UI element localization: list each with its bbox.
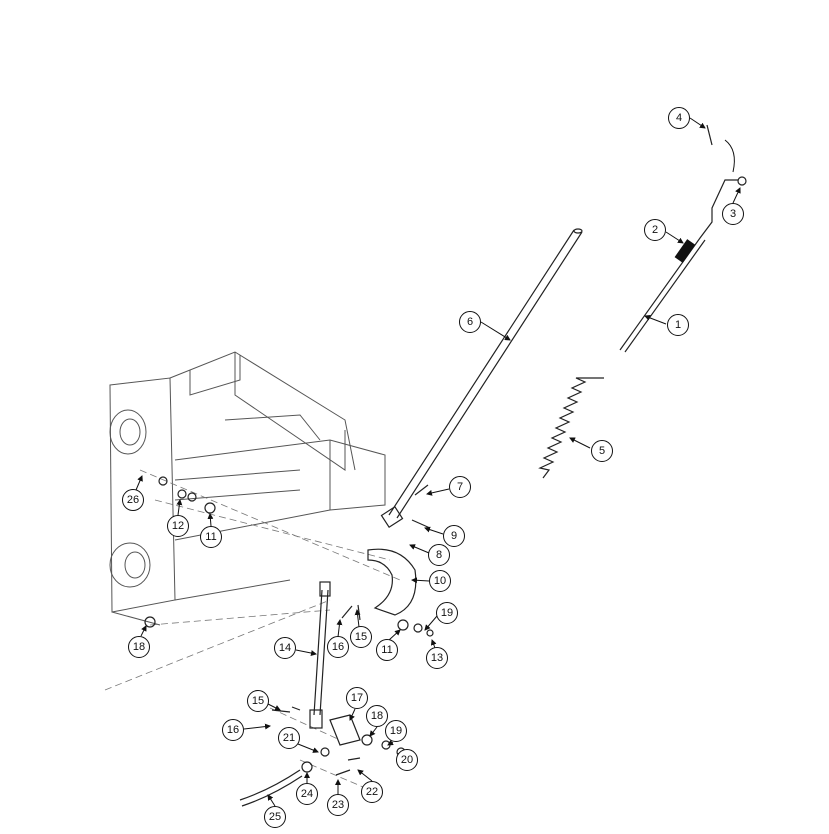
plate-10: [367, 548, 417, 616]
callout-20: 20: [396, 749, 418, 771]
machine-frame: [109, 351, 386, 626]
rod-1: [619, 176, 747, 353]
callout-7: 7: [449, 476, 471, 498]
callout-4: 4: [668, 107, 690, 129]
callout-3: 3: [722, 203, 744, 225]
bracket-17: [329, 714, 361, 746]
leader-lines: [135, 117, 741, 807]
callout-24: 24: [296, 783, 318, 805]
link-25: [239, 769, 303, 807]
callout-14: 14: [274, 637, 296, 659]
callout-12: 12: [167, 515, 189, 537]
rod-6: [380, 228, 583, 529]
spring-5: [538, 377, 604, 479]
callout-23: 23: [327, 794, 349, 816]
callout-6: 6: [459, 311, 481, 333]
callout-10: 10: [429, 570, 451, 592]
callout-18: 18: [128, 636, 150, 658]
callout-1: 1: [667, 314, 689, 336]
callout-8: 8: [428, 544, 450, 566]
callout-18: 18: [366, 705, 388, 727]
callout-13: 13: [426, 647, 448, 669]
callout-16: 16: [222, 719, 244, 741]
callout-15: 15: [247, 690, 269, 712]
callout-11: 11: [200, 526, 222, 548]
callout-2: 2: [644, 219, 666, 241]
rod-14: [309, 581, 331, 729]
callout-22: 22: [361, 781, 383, 803]
callout-15: 15: [350, 626, 372, 648]
callout-26: 26: [122, 489, 144, 511]
callout-19: 19: [385, 720, 407, 742]
callout-5: 5: [591, 440, 613, 462]
pin-4: [706, 124, 713, 146]
callout-19: 19: [436, 602, 458, 624]
callout-21: 21: [278, 727, 300, 749]
callout-16: 16: [327, 636, 349, 658]
callout-17: 17: [346, 687, 368, 709]
callout-11: 11: [376, 639, 398, 661]
callout-25: 25: [264, 806, 286, 828]
callout-9: 9: [443, 525, 465, 547]
